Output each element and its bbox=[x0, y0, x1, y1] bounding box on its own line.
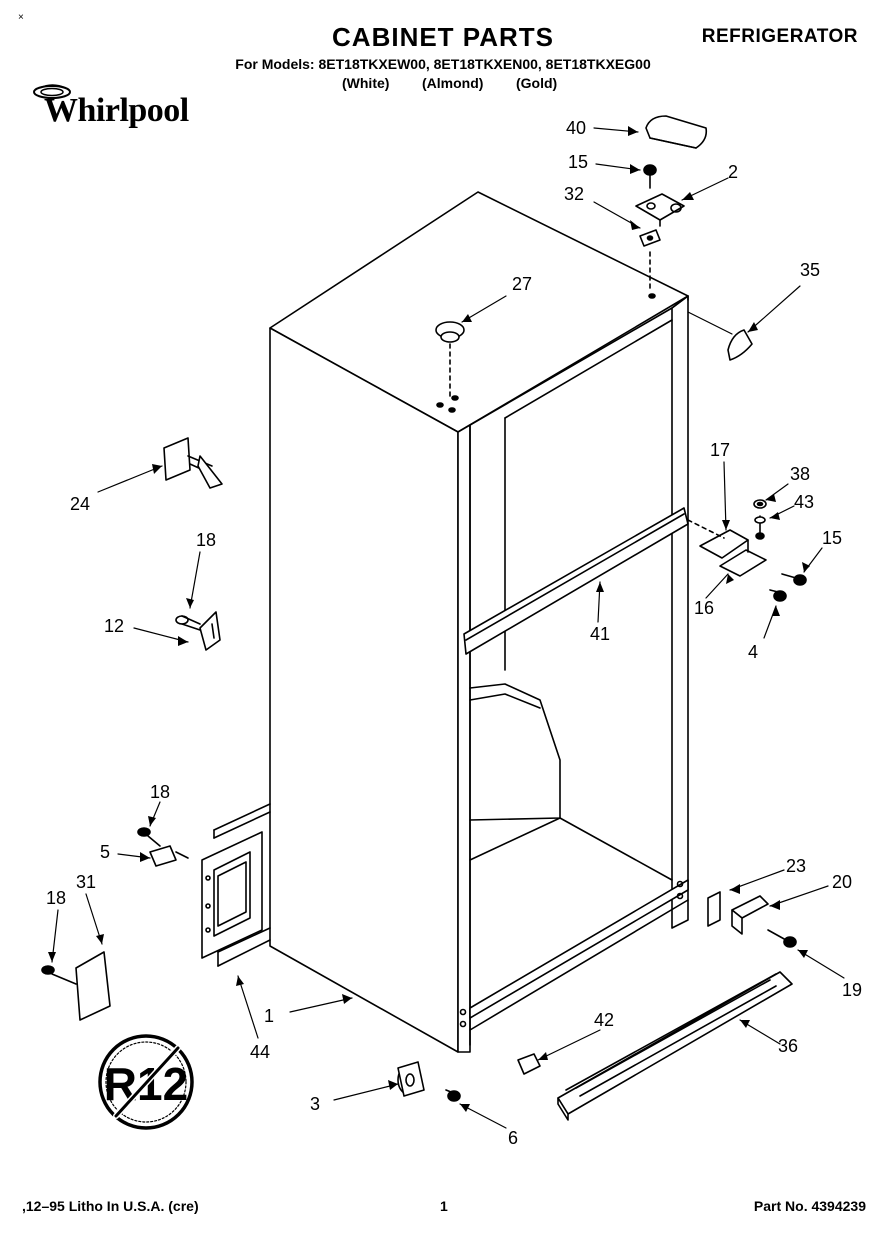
part-15-screw-top bbox=[643, 164, 657, 189]
callout-24: 24 bbox=[70, 494, 90, 514]
part-35-plug bbox=[727, 329, 753, 361]
callout-19: 19 bbox=[842, 980, 862, 1000]
page-number: 1 bbox=[440, 1198, 448, 1214]
callout-18-mid: 18 bbox=[150, 782, 170, 802]
page-title: CABINET PARTS bbox=[332, 22, 554, 52]
callout-42: 42 bbox=[594, 1010, 614, 1030]
callout-5: 5 bbox=[100, 842, 110, 862]
callout-20: 20 bbox=[832, 872, 852, 892]
callout-38: 38 bbox=[790, 464, 810, 484]
arrowheads bbox=[48, 126, 810, 1112]
callout-31: 31 bbox=[76, 872, 96, 892]
callout-18-upper: 18 bbox=[196, 530, 216, 550]
part-number: Part No. 4394239 bbox=[753, 1198, 866, 1214]
color-white: (White) bbox=[342, 75, 390, 91]
callout-1: 1 bbox=[264, 1006, 274, 1026]
callout-44: 44 bbox=[250, 1042, 270, 1062]
part-41-center-rail bbox=[463, 507, 689, 655]
part-24-leveling-bolt bbox=[163, 437, 223, 489]
rear-plate bbox=[201, 831, 263, 959]
part-44-rear-bracket bbox=[213, 803, 271, 967]
callout-2: 2 bbox=[728, 162, 738, 182]
brand-logo: Whirlpool bbox=[44, 92, 189, 129]
callout-35: 35 bbox=[800, 260, 820, 280]
callout-4: 4 bbox=[748, 642, 758, 662]
callout-18-lower: 18 bbox=[46, 888, 66, 908]
callout-17: 17 bbox=[710, 440, 730, 460]
callout-32: 32 bbox=[564, 184, 584, 204]
part-12-clip bbox=[175, 611, 221, 651]
right-hinge-group bbox=[687, 499, 807, 602]
part-31-panel bbox=[41, 951, 111, 1021]
part-32-spacer bbox=[639, 229, 661, 247]
callout-6: 6 bbox=[508, 1128, 518, 1148]
part-27-cap bbox=[435, 321, 465, 343]
cabinet-body bbox=[269, 191, 689, 1053]
part-2-top-hinge bbox=[635, 193, 685, 227]
part-5-clip bbox=[137, 827, 189, 867]
callout-23: 23 bbox=[786, 856, 806, 876]
color-almond: (Almond) bbox=[422, 75, 484, 91]
callout-43: 43 bbox=[794, 492, 814, 512]
part-3-roller bbox=[397, 1061, 425, 1097]
callout-15-right: 15 bbox=[822, 528, 842, 548]
callout-numbers: 40 15 2 32 35 27 24 17 38 43 15 18 12 16… bbox=[46, 118, 862, 1148]
part-20-bracket bbox=[707, 891, 797, 948]
corner-mark: × bbox=[18, 12, 24, 23]
callout-16: 16 bbox=[694, 598, 714, 618]
callout-12: 12 bbox=[104, 616, 124, 636]
models-line: For Models: 8ET18TKXEW00, 8ET18TKXEN00, … bbox=[235, 56, 651, 72]
part-6-screw bbox=[445, 1089, 461, 1102]
callout-27: 27 bbox=[512, 274, 532, 294]
no-r12-symbol: R12 bbox=[98, 1034, 194, 1130]
callout-3: 3 bbox=[310, 1094, 320, 1114]
callout-41: 41 bbox=[590, 624, 610, 644]
callout-36: 36 bbox=[778, 1036, 798, 1056]
brand-swoosh-icon bbox=[33, 84, 71, 99]
part-36-toe-grille bbox=[557, 971, 793, 1121]
part-40-hinge-cover bbox=[645, 115, 708, 149]
callout-15-top: 15 bbox=[568, 152, 588, 172]
callout-40: 40 bbox=[566, 118, 586, 138]
category-label: REFRIGERATOR bbox=[701, 26, 858, 47]
part-42-clip bbox=[517, 1053, 541, 1075]
color-gold: (Gold) bbox=[516, 75, 558, 91]
print-info: ,12–95 Litho In U.S.A. (cre) bbox=[22, 1198, 199, 1214]
